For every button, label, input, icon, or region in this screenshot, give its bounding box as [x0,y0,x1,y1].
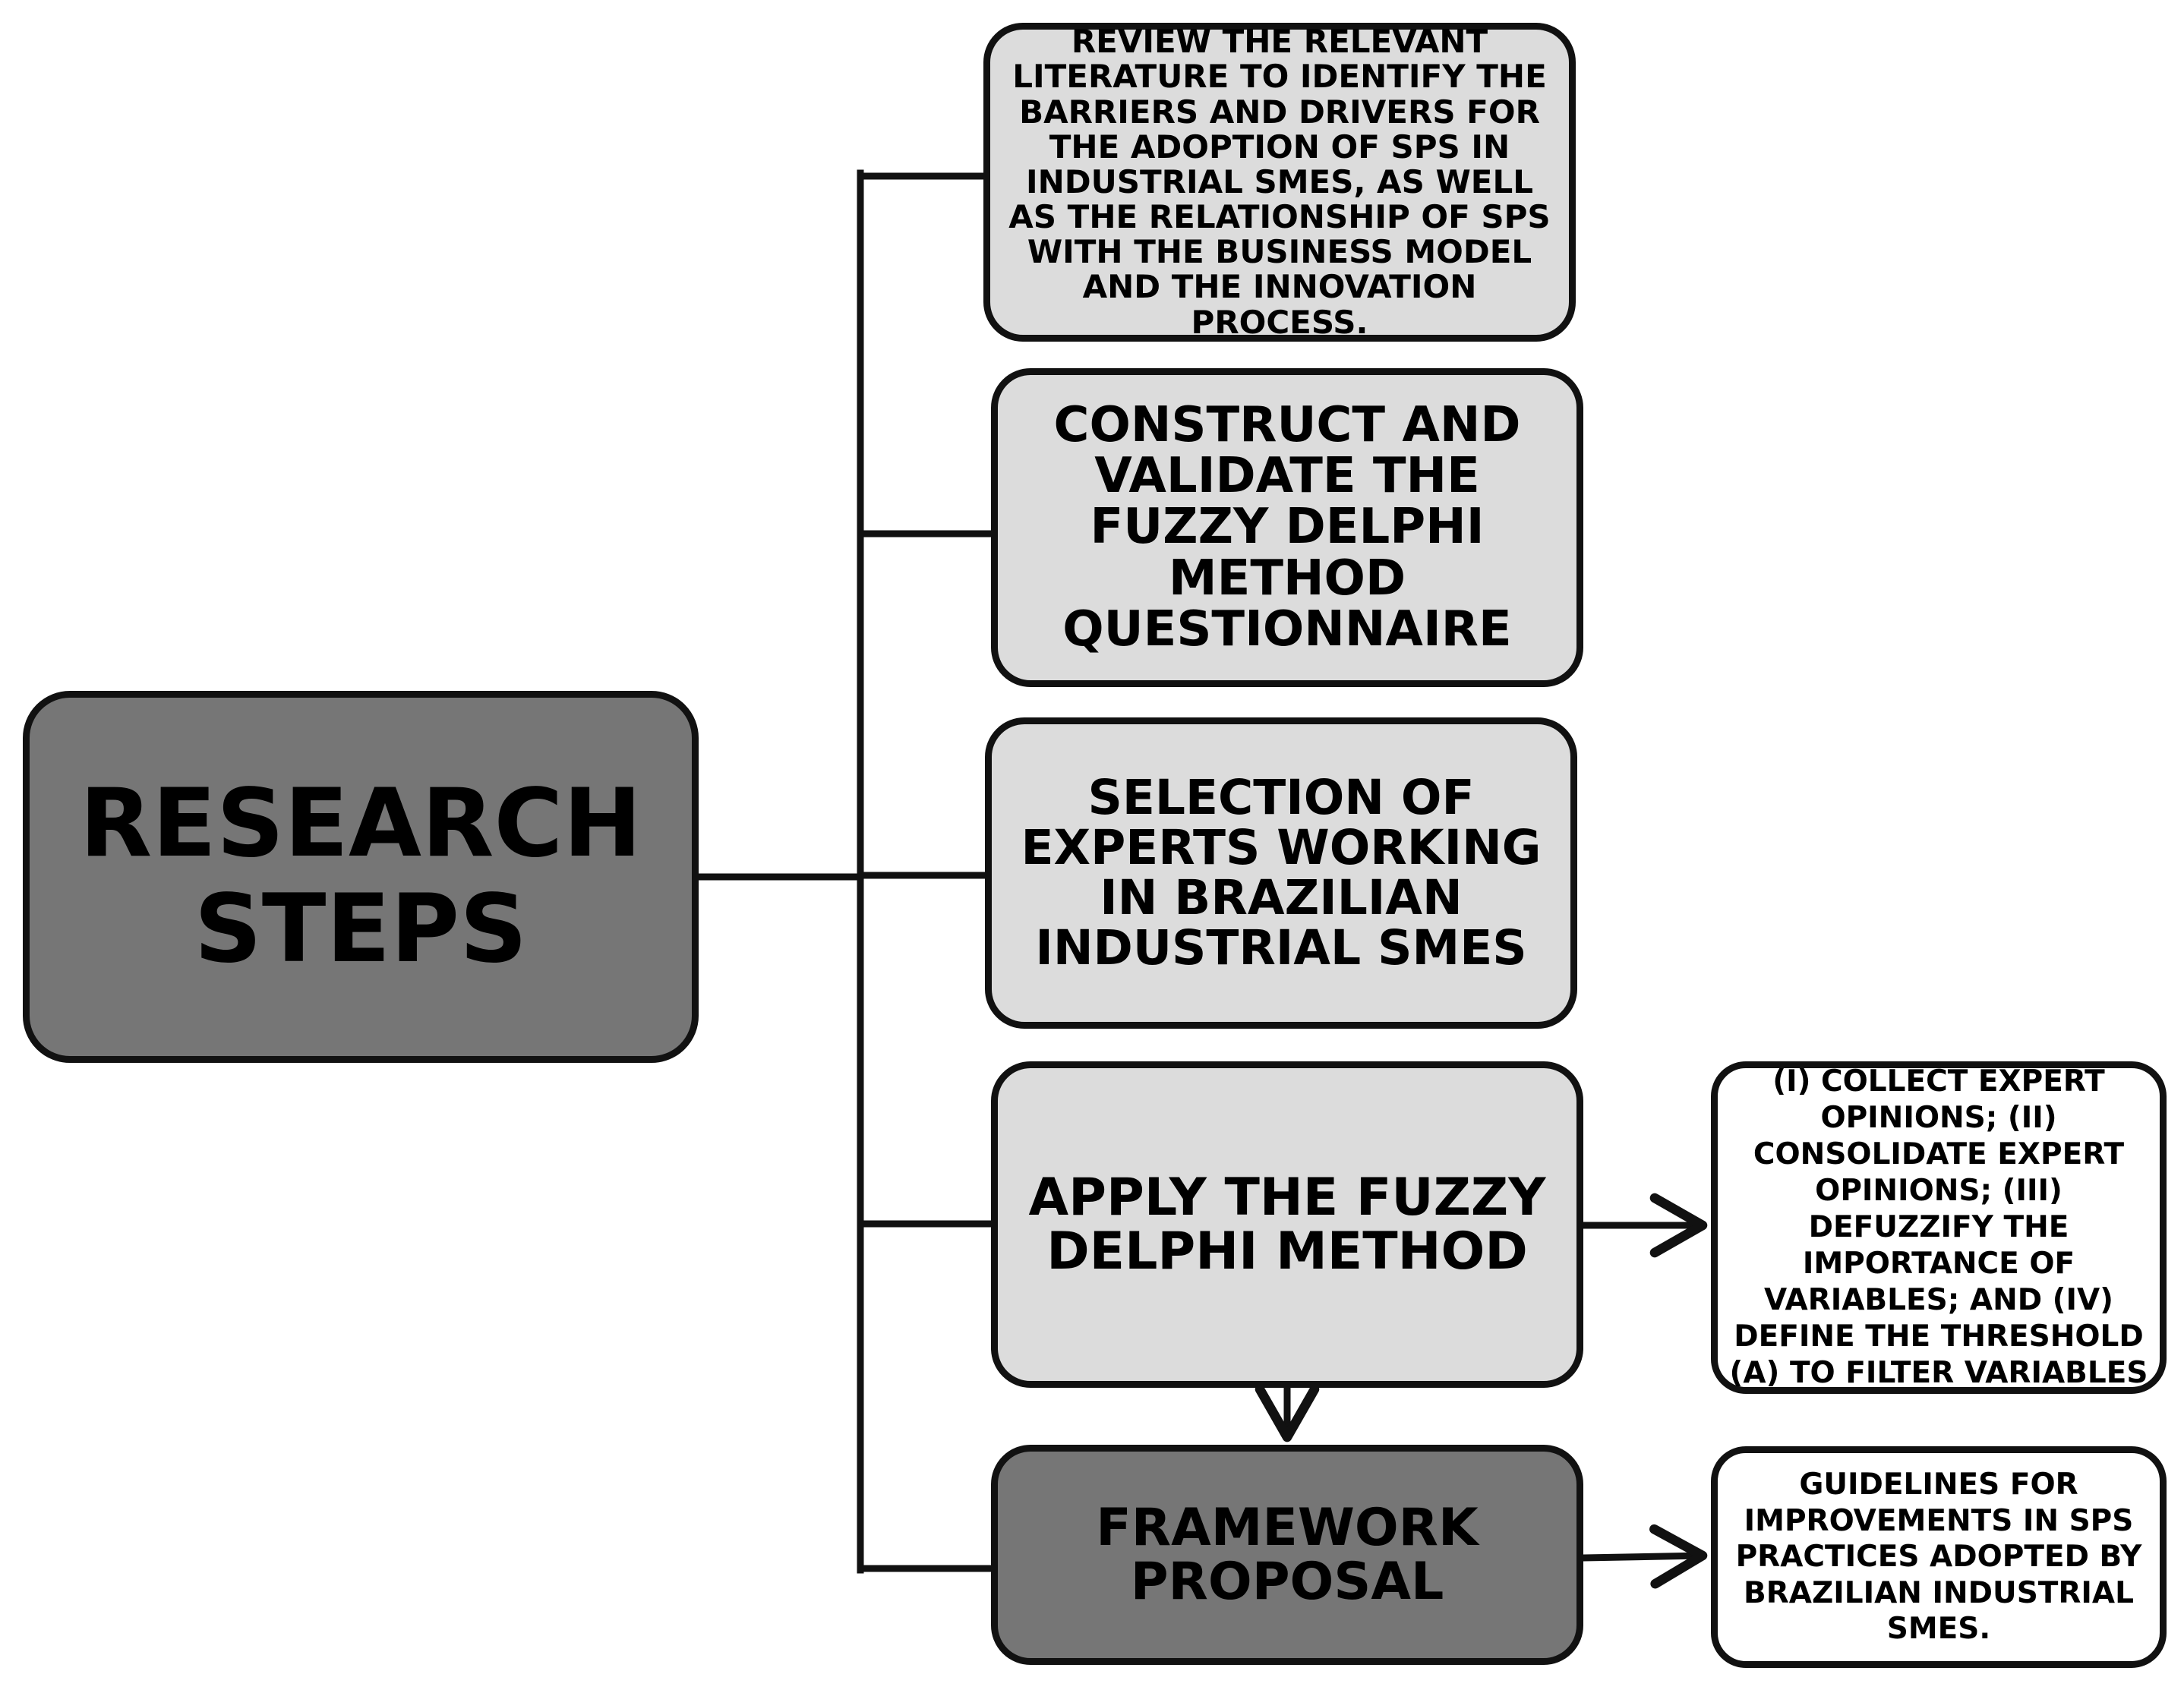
framework-guidelines-text: GUIDELINES FOR IMPROVEMENTS IN SPS PRACT… [1735,1468,2142,1647]
step-questionnaire: CONSTRUCT AND VALIDATE THE FUZZY DELPHI … [991,368,1583,687]
step-apply-fuzzy-delphi: APPLY THE FUZZY DELPHI METHOD [991,1061,1583,1388]
step-expert-selection-label: SELECTION OF EXPERTS WORKING IN BRAZILIA… [1021,769,1542,976]
step-literature-review: REVIEW THE RELEVANT LITERATURE TO IDENTI… [983,23,1576,342]
step-expert-selection: SELECTION OF EXPERTS WORKING IN BRAZILIA… [985,717,1577,1029]
research-steps-box: RESEARCH STEPS [23,691,699,1063]
framework-guidelines-note: GUIDELINES FOR IMPROVEMENTS IN SPS PRACT… [1711,1446,2167,1668]
step-framework-proposal: FRAMEWORK PROPOSAL [991,1445,1583,1665]
step-literature-review-label: REVIEW THE RELEVANT LITERATURE TO IDENTI… [1008,23,1551,341]
step-apply-fuzzy-delphi-label: APPLY THE FUZZY DELPHI METHOD [1028,1167,1546,1282]
arrow-step5-to-note [1580,1524,1708,1589]
fuzzy-delphi-details-text: (I) COLLECT EXPERT OPINIONS; (II) CONSOL… [1729,1064,2148,1390]
fuzzy-delphi-details-note: (I) COLLECT EXPERT OPINIONS; (II) CONSOL… [1711,1061,2167,1394]
step-questionnaire-label: CONSTRUCT AND VALIDATE THE FUZZY DELPHI … [1053,397,1521,657]
step-framework-proposal-label: FRAMEWORK PROPOSAL [1096,1497,1479,1612]
research-steps-label: RESEARCH STEPS [79,769,642,984]
